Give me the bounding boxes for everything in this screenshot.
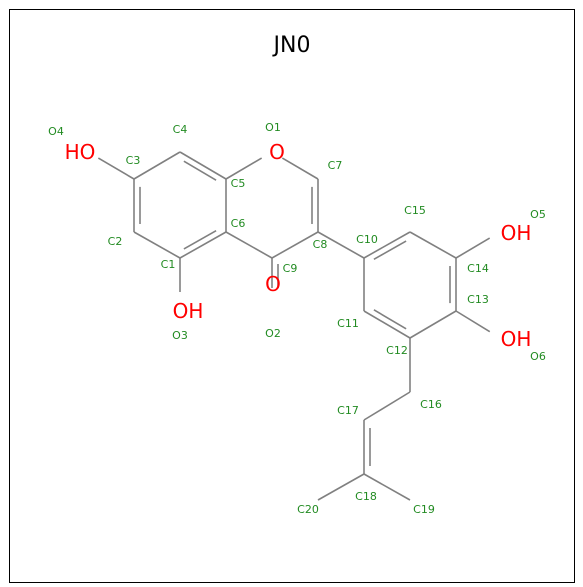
bond-c18-c20 [317,473,365,501]
bond-c10-c15 [363,231,411,259]
bond-c12-c11 [363,310,411,339]
bond-c14-o5 [455,237,491,259]
atom-index-c19: C19 [413,503,435,516]
atom-index-o1: O1 [265,121,281,134]
o2-symbol: O [265,272,281,296]
bond-c8-c9 [271,231,319,259]
double-bond-c10-c15 [373,240,407,260]
bond-lines [97,151,491,501]
o3-symbol: OH [173,299,204,323]
atom-index-c9: C9 [283,262,298,275]
atom-index-c10: C10 [356,233,378,246]
bond-c3-o4 [97,157,135,180]
atom-index-c17: C17 [337,404,359,417]
o6-symbol: OH [501,327,532,351]
atom-index-labels: O4 C4 O1 C3 C5 C7 C15 O5 C6 C2 C10 C8 C1… [48,121,546,516]
atom-index-o3: O3 [172,329,188,342]
atom-index-c8: C8 [313,238,328,251]
atom-index-c2: C2 [108,235,123,248]
atom-index-c3: C3 [126,154,141,167]
bond-c6-c1 [179,231,227,259]
atom-index-o6: O6 [530,350,546,363]
atom-index-c4: C4 [173,123,188,136]
atom-index-c7: C7 [328,159,343,172]
atom-index-o4: O4 [48,125,64,138]
atom-index-c1: C1 [161,258,176,271]
atom-index-c5: C5 [231,177,246,190]
o1-symbol: O [269,140,285,164]
atom-index-c16: C16 [420,398,442,411]
bond-c13-o6 [455,310,491,333]
atom-index-o2: O2 [265,327,281,340]
atom-index-c12: C12 [386,344,408,357]
bond-o1-c7 [281,157,319,180]
bond-c8-c10 [317,231,365,259]
bond-c3-c4 [133,151,181,180]
atom-index-c14: C14 [467,262,489,275]
bond-c1-c2 [133,231,181,259]
bond-c16-c17 [363,391,411,421]
atom-index-c18: C18 [355,490,377,503]
atom-index-c13: C13 [467,293,489,306]
atom-index-o5: O5 [530,208,546,221]
atom-index-c20: C20 [297,503,319,516]
bond-c4-c5 [179,151,227,180]
double-bond-c6-c1 [183,230,217,250]
diagram-frame [9,9,575,583]
atom-index-c6: C6 [231,217,246,230]
bond-c13-c12 [409,310,457,339]
molecule-title: JN0 [272,33,311,58]
o4-symbol: HO [65,140,96,164]
double-bond-c4-c5 [183,160,217,181]
o5-symbol: OH [501,221,532,245]
bond-c18-c19 [363,473,411,501]
double-bond-c12-c11 [373,309,407,330]
bond-c15-c14 [409,231,457,259]
atom-symbols: HO O OH OH O OH [65,140,532,351]
bond-c5-o1 [225,157,263,180]
atom-index-c15: C15 [404,204,426,217]
bond-c9-c6 [225,231,273,259]
atom-index-c11: C11 [337,317,359,330]
